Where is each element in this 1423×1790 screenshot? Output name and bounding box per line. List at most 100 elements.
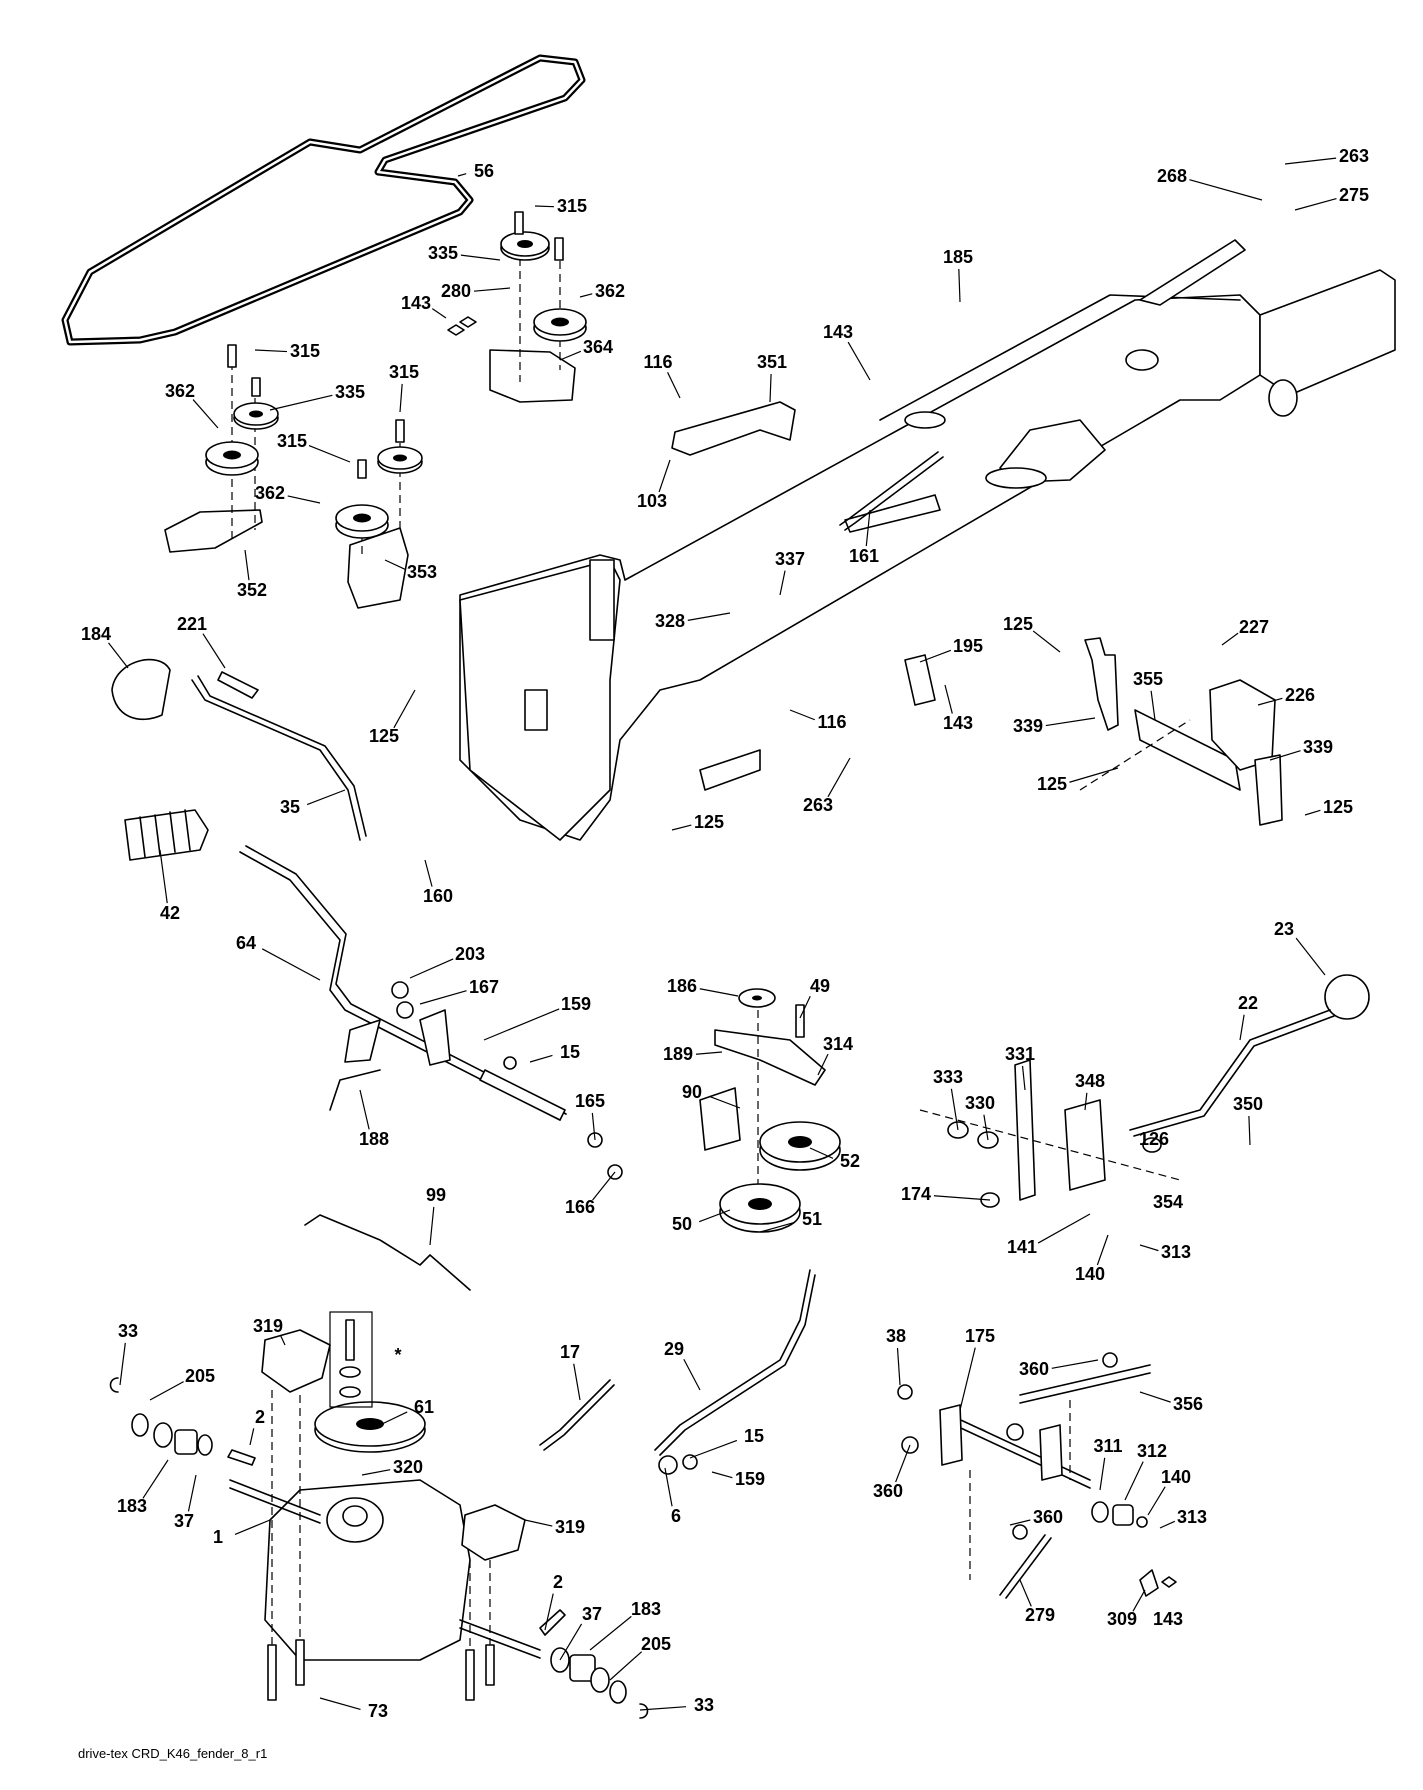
callout-348: 348 [1075, 1071, 1105, 1091]
leader-line-6 [664, 1467, 673, 1507]
callout-339: 339 [1303, 737, 1333, 757]
leader-line-364 [559, 350, 582, 361]
leader-line-360 [1051, 1359, 1099, 1369]
diagram-footer-code: drive-tex CRD_K46_fender_8_r1 [78, 1746, 267, 1761]
callout-335: 335 [428, 243, 458, 263]
leader-line-37 [559, 1623, 583, 1661]
leader-line-315 [399, 383, 403, 413]
leader-line-143 [847, 341, 871, 381]
center-idler-assembly [699, 988, 841, 1233]
leader-line-351 [769, 373, 772, 403]
leader-line-362 [192, 399, 219, 429]
leader-line-22 [1239, 1014, 1245, 1041]
rear-brackets-assembly [904, 637, 1283, 826]
callout-319: 319 [555, 1517, 585, 1537]
shift-lever-assembly [919, 974, 1370, 1208]
callout-279: 279 [1025, 1605, 1055, 1625]
callout-143: 143 [1153, 1609, 1183, 1629]
leader-line-125 [671, 824, 692, 831]
leader-line-221 [202, 633, 226, 669]
callout-364: 364 [583, 337, 613, 357]
leader-line-103 [658, 459, 671, 493]
leader-line-280 [473, 287, 511, 292]
callout-195: 195 [953, 636, 983, 656]
leader-line-166 [592, 1171, 616, 1201]
callout-33: 33 [694, 1695, 714, 1715]
leader-line-29 [683, 1358, 701, 1391]
callout-23: 23 [1274, 919, 1294, 939]
leader-line-2 [249, 1428, 255, 1446]
leader-line-339 [1269, 750, 1301, 761]
callout-360: 360 [1033, 1507, 1063, 1527]
callout-143: 143 [943, 713, 973, 733]
left-axle-hardware [109, 1377, 256, 1466]
callout-174: 174 [901, 1184, 931, 1204]
leader-line-15 [689, 1439, 738, 1459]
callout-159: 159 [561, 994, 591, 1014]
leader-line-309 [1132, 1589, 1146, 1612]
callout-360: 360 [873, 1481, 903, 1501]
callout-263: 263 [1339, 146, 1369, 166]
callout-56: 56 [474, 161, 494, 181]
callout-29: 29 [664, 1339, 684, 1359]
rod-99-part [304, 1214, 471, 1291]
leader-line-160 [424, 859, 433, 887]
callout-226: 226 [1285, 685, 1315, 705]
callout-33: 33 [118, 1321, 138, 1341]
callout-333: 333 [933, 1067, 963, 1087]
leader-line-279 [1019, 1579, 1032, 1607]
leader-line-1 [234, 1519, 271, 1535]
upper-idler-bracket-assembly [447, 211, 587, 403]
leader-line-125 [1069, 767, 1119, 783]
leader-line-205 [149, 1381, 184, 1401]
callout-52: 52 [840, 1151, 860, 1171]
callout-337: 337 [775, 549, 805, 569]
callout-330: 330 [965, 1093, 995, 1113]
callout-160: 160 [423, 886, 453, 906]
callout-126: 126 [1139, 1129, 1169, 1149]
callout-38: 38 [886, 1326, 906, 1346]
leader-line-356 [1139, 1391, 1171, 1403]
leader-line-335 [460, 254, 501, 261]
callout-354: 354 [1153, 1192, 1183, 1212]
callout-350: 350 [1233, 1094, 1263, 1114]
callout-15: 15 [560, 1042, 580, 1062]
callout-319: 319 [253, 1316, 283, 1336]
leader-line-143 [944, 684, 953, 714]
leader-line-116 [667, 372, 681, 399]
callout-42: 42 [160, 903, 180, 923]
callout-61: 61 [414, 1397, 434, 1417]
callout-188: 188 [359, 1129, 389, 1149]
leader-line-186 [699, 988, 739, 997]
leader-line-330 [983, 1114, 989, 1141]
leader-line-350 [1248, 1115, 1251, 1146]
leader-line-35 [306, 789, 346, 806]
leader-line-333 [950, 1088, 959, 1131]
brake-shaft-assembly [897, 1352, 1177, 1599]
leader-line-52 [809, 1147, 834, 1159]
leader-line-56 [457, 173, 467, 177]
bracket-351-part [671, 401, 796, 456]
leader-line-331 [1021, 1065, 1026, 1091]
callout-1: 1 [213, 1527, 223, 1547]
leader-line-140 [1096, 1234, 1109, 1266]
callout-315: 315 [557, 196, 587, 216]
leader-line-116 [789, 709, 816, 721]
leader-line-167 [419, 990, 467, 1005]
leader-line-50 [698, 1209, 731, 1223]
leader-line-42 [159, 849, 168, 904]
callout-116: 116 [643, 352, 672, 372]
callout-35: 35 [280, 797, 300, 817]
callout-275: 275 [1339, 185, 1369, 205]
leader-line-315 [308, 445, 351, 463]
callout-161: 161 [849, 546, 879, 566]
callout-183: 183 [631, 1599, 661, 1619]
leader-line-313 [1159, 1520, 1176, 1529]
callout-313: 313 [1161, 1242, 1191, 1262]
callout-141: 141 [1007, 1237, 1037, 1257]
callout-355: 355 [1133, 669, 1163, 689]
leader-line-99 [429, 1206, 435, 1246]
callout-140: 140 [1075, 1264, 1105, 1284]
leader-line-189 [695, 1051, 723, 1055]
